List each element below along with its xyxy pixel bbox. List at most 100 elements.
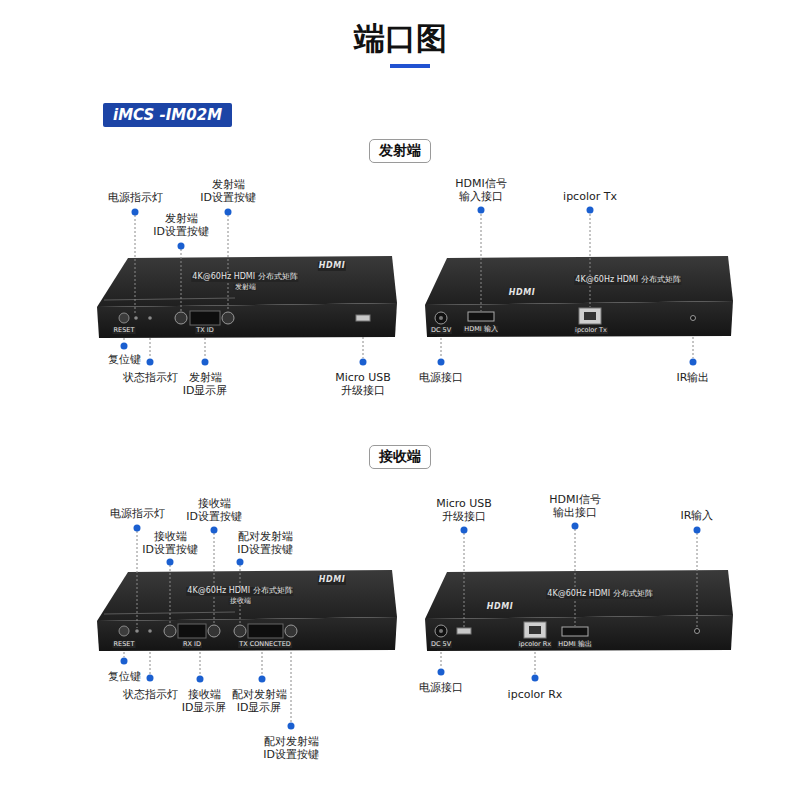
receiver-front-device [97, 570, 397, 621]
callout-dot [461, 527, 468, 534]
leader-line [205, 338, 206, 358]
leader-line [535, 652, 536, 674]
callout-label: 复位键 [108, 670, 141, 683]
callout-dot [121, 658, 128, 665]
callout-label: ipcolor Rx [508, 688, 563, 701]
transmitter-front-device [190, 311, 220, 325]
callout-dot [360, 359, 367, 366]
device-print: HDMI [318, 576, 346, 585]
callout-dot [121, 343, 128, 350]
receiver-front-device [97, 570, 397, 651]
receiver-front-device [135, 629, 139, 633]
callout-dot [178, 243, 185, 250]
callout-dot [438, 359, 445, 366]
callout-dot [259, 676, 266, 683]
callout-dot [225, 209, 232, 216]
section-heading-box: 发射端 [369, 139, 431, 163]
callout-label: 配对发射端 ID设置按键 [228, 530, 302, 556]
transmitter-front-device [134, 316, 138, 320]
device-print: HDMI 输入 [463, 326, 498, 333]
callout-label: 发射端 ID显示屏 [168, 371, 242, 397]
callout-dot [690, 359, 697, 366]
callout-dot [237, 559, 244, 566]
leader-line [150, 652, 151, 674]
device-print: TX CONNECTED [238, 641, 292, 648]
callout-dot [478, 207, 485, 214]
callout-dot [121, 207, 701, 730]
callout-label: 配对发射端 ID设置按键 [254, 735, 328, 761]
callout-label: 发射端 ID设置按键 [144, 212, 218, 238]
receiver-front-device [119, 626, 129, 636]
callout-label: 状态指示灯 [123, 688, 178, 701]
callout-dot [211, 527, 218, 534]
receiver-front-device [208, 625, 220, 637]
leader-line [441, 652, 442, 668]
leader-line [291, 652, 292, 722]
leader-line [693, 337, 694, 358]
device-print: HDMI [508, 289, 536, 298]
device-print: 发射端 [234, 284, 257, 291]
transmitter-back-device [425, 256, 733, 337]
device-print: 4K@60Hz HDMI 分布式矩阵 [546, 590, 653, 599]
device-print: RX ID [182, 641, 202, 648]
leader-line [137, 531, 138, 628]
callout-dot [532, 675, 539, 682]
transmitter-front-device [222, 312, 234, 324]
callout-dot [147, 675, 154, 682]
transmitter-front-device [356, 315, 370, 321]
receiver-back-device [562, 627, 588, 636]
receiver-back-device [529, 626, 541, 634]
callout-label: 电源接口 [419, 371, 463, 384]
callout-dot [694, 527, 701, 534]
model-badge: iMCS -IM02M [103, 103, 232, 127]
device-print: HDMI [486, 603, 514, 612]
leader-line [697, 533, 698, 628]
receiver-front-device [148, 629, 152, 633]
page-title: 端口图 [0, 18, 800, 60]
device-print: ipcolor Tx [574, 327, 608, 334]
transmitter-front-device [119, 313, 129, 323]
callout-dot [438, 669, 445, 676]
callout-label: Micro USB 升级接口 [427, 497, 501, 523]
receiver-back-device [439, 629, 443, 633]
callout-label: IR输入 [681, 509, 714, 522]
receiver-back-device [457, 628, 471, 634]
callout-dot [132, 209, 139, 216]
callout-label: 状态指示灯 [123, 371, 178, 384]
callout-label: HDMI信号 输出接口 [538, 493, 612, 519]
transmitter-front-device [97, 256, 397, 338]
receiver-back-device [425, 570, 733, 619]
receiver-front-device [248, 624, 283, 638]
node-text: iMCS -IM02M [113, 106, 222, 124]
receiver-back-device [435, 625, 447, 637]
leader-line [124, 214, 697, 722]
receiver-back-device [524, 622, 546, 638]
leader-line [200, 652, 201, 675]
device-print: HDMI 输出 [557, 641, 592, 648]
device-print: RESET [113, 641, 136, 648]
transmitter-back-device [584, 312, 596, 320]
title-underline [390, 64, 430, 68]
callout-label: 复位键 [108, 353, 141, 366]
leader-line [363, 337, 364, 358]
transmitter-front-device [97, 256, 397, 307]
leader-line [135, 215, 136, 315]
leader-line [590, 214, 591, 307]
receiver-front-device [234, 625, 246, 637]
leader-line [441, 338, 442, 358]
callout-dot [197, 676, 204, 683]
transmitter-back-device [425, 256, 733, 305]
callout-label: 发射端 ID设置按键 [191, 178, 265, 204]
receiver-front-device [178, 624, 206, 638]
device-print: DC 5V [430, 641, 452, 648]
callout-label: 接收端 ID设置按键 [177, 497, 251, 523]
device-print: 4K@60Hz HDMI 分布式矩阵 [186, 587, 293, 596]
transmitter-front-device [175, 312, 187, 324]
callout-label: 接收端 ID设置按键 [133, 530, 207, 556]
device-print: HDMI [318, 262, 346, 271]
callout-label: 接收端 ID显示屏 [167, 688, 241, 714]
receiver-back-device [425, 615, 733, 651]
transmitter-back-device [691, 316, 696, 321]
transmitter-back-device [435, 312, 447, 324]
